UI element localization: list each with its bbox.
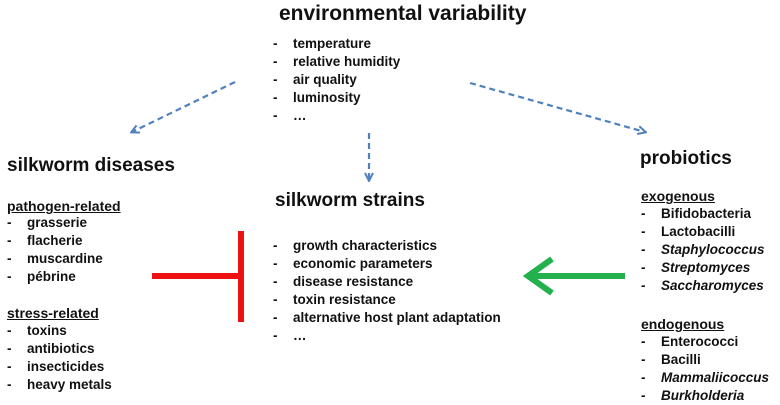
list-item: disease resistance (273, 273, 501, 291)
list-item: Saccharomyces (641, 277, 765, 295)
diseases-title: silkworm diseases (7, 155, 175, 176)
list-item: Streptomyces (641, 259, 765, 277)
exogenous-heading: exogenous (641, 188, 715, 204)
list-item: grasserie (7, 214, 103, 232)
list-item: insecticides (7, 358, 112, 376)
pathogen-heading: pathogen-related (7, 198, 121, 214)
list-item: Bifidobacteria (641, 205, 765, 223)
list-item: temperature (273, 35, 400, 53)
arrow-env-to-diseases (132, 81, 236, 132)
list-item: luminosity (273, 89, 400, 107)
list-item: growth characteristics (273, 237, 501, 255)
list-item: … (273, 107, 400, 125)
pathogen-list: grasserie flacherie muscardine pébrine (7, 214, 103, 286)
stress-heading: stress-related (7, 305, 99, 321)
arrow-probiotics-to-strains (522, 256, 625, 296)
list-item: toxin resistance (273, 291, 501, 309)
list-item: toxins (7, 322, 112, 340)
list-item: flacherie (7, 232, 103, 250)
list-item: Burkholderia (641, 387, 769, 405)
strains-title: silkworm strains (275, 190, 425, 211)
list-item: relative humidity (273, 53, 400, 71)
list-item: Lactobacilli (641, 223, 765, 241)
arrow-env-to-probiotics (469, 81, 645, 132)
probiotics-title: probiotics (640, 148, 732, 169)
list-item: antibiotics (7, 340, 112, 358)
list-item: Staphylococcus (641, 241, 765, 259)
list-item: economic parameters (273, 255, 501, 273)
inhibition-symbol (152, 231, 244, 322)
environment-title: environmental variability (279, 2, 527, 25)
exogenous-list: Bifidobacteria Lactobacilli Staphylococc… (641, 205, 765, 295)
list-item: muscardine (7, 250, 103, 268)
list-item: alternative host plant adaptation (273, 309, 501, 327)
strains-list: growth characteristics economic paramete… (273, 237, 501, 345)
list-item: heavy metals (7, 376, 112, 394)
list-item: Bacilli (641, 351, 769, 369)
stress-list: toxins antibiotics insecticides heavy me… (7, 322, 112, 394)
endogenous-list: Enterococci Bacilli Mammaliicoccus Burkh… (641, 333, 769, 405)
list-item: … (273, 327, 501, 345)
environment-list: temperature relative humidity air qualit… (273, 35, 400, 125)
list-item: air quality (273, 71, 400, 89)
list-item: pébrine (7, 268, 103, 286)
endogenous-heading: endogenous (641, 316, 725, 332)
list-item: Enterococci (641, 333, 769, 351)
list-item: Mammaliicoccus (641, 369, 769, 387)
